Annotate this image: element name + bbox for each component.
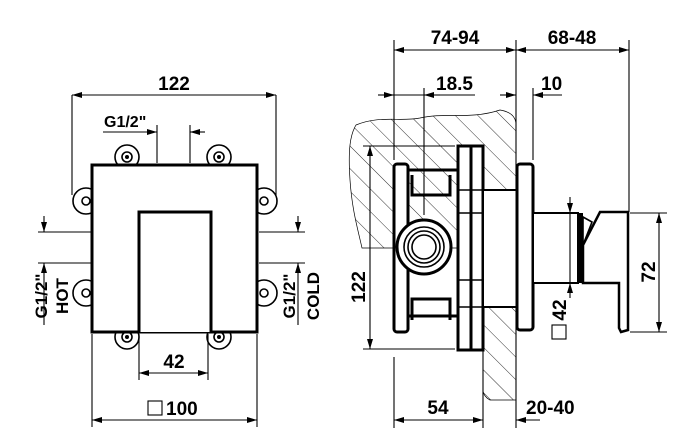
square-symbol-icon: [551, 324, 567, 340]
lever-handle: [581, 210, 630, 334]
dim-connection-top: G1/2": [104, 114, 146, 131]
front-view: 122 G1/2" G1/2" HOT G1/2" COLD 42 100: [32, 74, 323, 427]
dim-offset-2: 10: [541, 74, 562, 95]
spindle-ring: [578, 213, 583, 283]
flange-right: [469, 144, 485, 352]
side-view: 74-94 68-48 18.5 10 122 72 42 54 20-40: [348, 28, 667, 428]
cold-label: COLD: [304, 272, 323, 320]
hot-thread-label: G1/2": [32, 274, 51, 319]
wall-section-top: [348, 109, 517, 301]
dim-offset-1: 18.5: [436, 74, 473, 95]
dim-body-depth: 54: [427, 398, 449, 419]
cover-plate-side: [515, 162, 535, 332]
handle-outline: [137, 210, 213, 332]
dim-height: 122: [349, 271, 370, 303]
dim-spindle-size: 42: [550, 299, 571, 320]
flange-left: [456, 144, 473, 352]
hot-label: HOT: [53, 277, 72, 314]
dim-wall-range: 20-40: [526, 398, 575, 419]
valve-body-frame: [408, 168, 457, 320]
inlet-port: [395, 218, 453, 276]
square-symbol-icon: [147, 400, 163, 416]
wall-section-bottom: [482, 299, 517, 401]
dim-depth-range: 74-94: [431, 28, 480, 49]
dim-plate-size: 100: [166, 399, 198, 420]
dim-projection-range: 68-48: [548, 28, 597, 49]
connector-block: [482, 189, 518, 308]
cold-thread-label: G1/2": [280, 274, 299, 319]
dim-inner-width: 42: [163, 352, 184, 373]
dim-overall-width: 122: [158, 74, 190, 95]
spindle-housing: [532, 212, 579, 284]
dim-handle-height: 72: [639, 261, 660, 282]
